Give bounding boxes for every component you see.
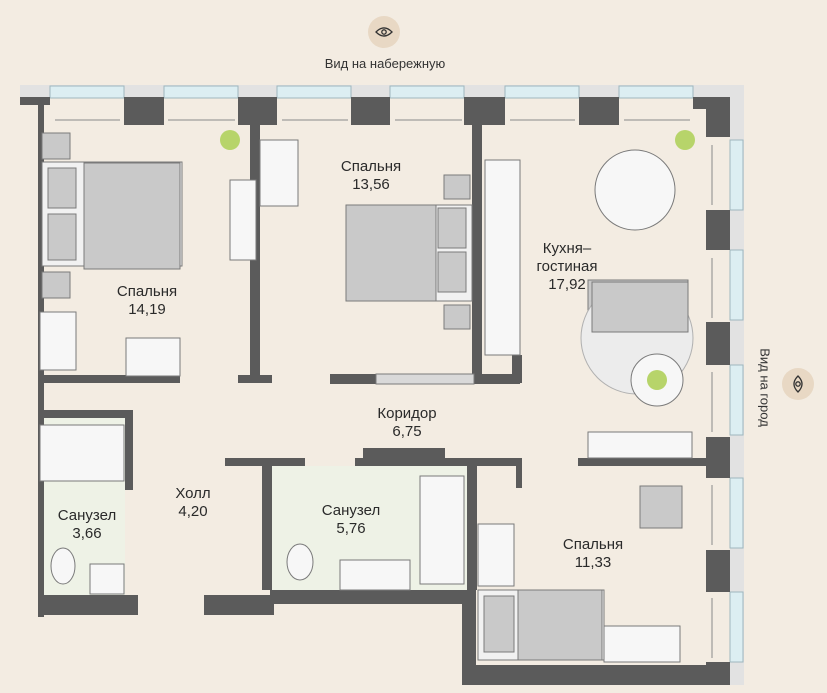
room-area: 4,20 <box>178 503 208 520</box>
room-name: Спальня <box>562 536 624 553</box>
room-name: Санузел <box>321 502 381 519</box>
room-bedroom-1[interactable]: Спальня 14,19 <box>98 283 196 319</box>
eye-icon[interactable] <box>782 368 814 400</box>
room-bathroom-1[interactable]: Санузел 3,66 <box>38 507 136 543</box>
room-name: Спальня <box>340 158 402 175</box>
room-kitchen-living[interactable]: Кухня– гостиная 17,92 <box>518 240 616 294</box>
room-bathroom-2[interactable]: Санузел 5,76 <box>302 502 400 538</box>
plant-icons <box>220 130 695 390</box>
windows-top <box>49 85 694 99</box>
room-area: 13,56 <box>352 176 390 193</box>
room-name: Кухня– гостиная <box>536 240 598 275</box>
view-label-top: Вид на набережную <box>324 56 446 71</box>
room-area: 3,66 <box>72 525 102 542</box>
eye-icon[interactable] <box>368 16 400 48</box>
room-bedroom-2[interactable]: Спальня 13,56 <box>322 158 420 194</box>
room-hall[interactable]: Холл 4,20 <box>144 485 242 521</box>
windows-right <box>729 139 744 663</box>
radiators <box>55 119 713 658</box>
view-label-right: Вид на город <box>757 348 773 427</box>
room-name: Холл <box>175 485 211 502</box>
room-area: 14,19 <box>128 301 166 318</box>
room-bedroom-3[interactable]: Спальня 11,33 <box>544 536 642 572</box>
furniture <box>39 132 694 663</box>
room-name: Коридор <box>377 405 437 422</box>
room-name: Санузел <box>57 507 117 524</box>
room-area: 17,92 <box>548 276 586 293</box>
room-corridor[interactable]: Коридор 6,75 <box>358 405 456 441</box>
room-name: Спальня <box>116 283 178 300</box>
room-area: 6,75 <box>392 423 422 440</box>
room-area: 5,76 <box>336 520 366 537</box>
room-area: 11,33 <box>574 554 612 571</box>
